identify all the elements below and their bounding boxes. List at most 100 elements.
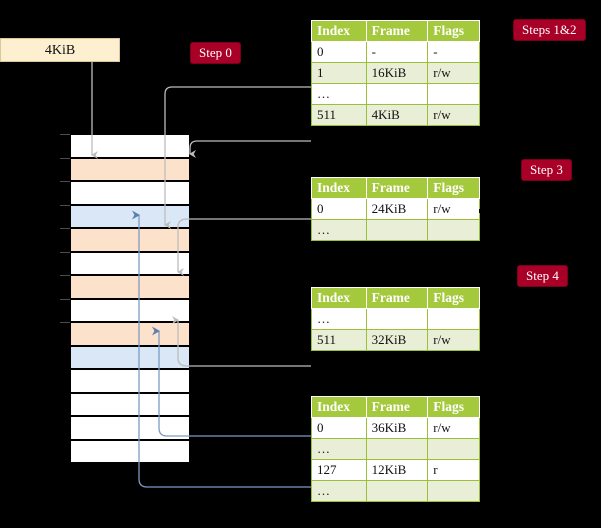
column-header-flags: Flags <box>427 20 480 42</box>
column-header-flags: Flags <box>427 396 480 418</box>
memory-tick-mark <box>60 228 70 229</box>
table-cell: 24KiB <box>365 198 429 220</box>
table-cell: r <box>427 459 480 481</box>
table-row: … <box>311 438 480 460</box>
column-header-frame: Frame <box>365 396 429 418</box>
table-cell: … <box>311 308 367 330</box>
table-cell: r/w <box>427 417 480 439</box>
column-header-frame: Frame <box>365 287 429 309</box>
table-cell: r/w <box>427 104 480 126</box>
memory-tick-mark <box>60 134 70 135</box>
badge-step-0: Step 0 <box>190 42 241 64</box>
table-cell: r/w <box>427 198 480 220</box>
badge-steps-1-2: Steps 1&2 <box>513 19 586 41</box>
memory-tick-mark <box>60 251 70 253</box>
table-cell: 0 <box>311 41 367 63</box>
memory-frame-row <box>70 369 190 393</box>
memory-tick-mark <box>60 204 70 206</box>
memory-frame-row <box>70 181 190 205</box>
table-cell <box>427 480 480 502</box>
table-cell <box>365 480 429 502</box>
physical-memory-column <box>60 134 190 463</box>
table-cell: 12KiB <box>365 459 429 481</box>
table-cell: … <box>311 438 367 460</box>
memory-frame-row <box>70 134 190 158</box>
table-cell: - <box>365 41 429 63</box>
memory-frame-row <box>70 251 190 275</box>
table-edge-stub-1 <box>479 131 483 135</box>
memory-tick-mark <box>60 157 70 159</box>
memory-frame-row <box>70 298 190 322</box>
column-header-frame: Frame <box>365 20 429 42</box>
memory-frame-row <box>70 416 190 440</box>
table-cell <box>365 438 429 460</box>
table-cell: … <box>311 480 367 502</box>
table-cell <box>427 308 480 330</box>
table-cell <box>365 308 429 330</box>
column-header-index: Index <box>311 287 367 309</box>
table-row: 0-- <box>311 41 480 63</box>
table-cell: 511 <box>311 104 367 126</box>
memory-frame-row <box>70 439 190 463</box>
table-row: … <box>311 83 480 105</box>
source-address-box: 4KiB <box>0 38 120 62</box>
badge-step-3: Step 3 <box>521 159 572 181</box>
table-cell: 16KiB <box>365 62 429 84</box>
column-header-flags: Flags <box>427 287 480 309</box>
badge-step-4: Step 4 <box>517 265 568 287</box>
table-cell: 36KiB <box>365 417 429 439</box>
table-row: … <box>311 219 480 241</box>
table-cell: r/w <box>427 329 480 351</box>
wire-step4-to-memory <box>172 316 311 367</box>
table-cell <box>365 219 429 241</box>
memory-frame-row <box>70 204 190 228</box>
table-cell: 0 <box>311 417 367 439</box>
memory-frame-row <box>70 322 190 346</box>
memory-frame-row <box>70 392 190 416</box>
table-cell: - <box>427 41 480 63</box>
memory-tick-mark <box>60 322 70 323</box>
memory-tick-mark <box>60 298 70 300</box>
column-header-flags: Flags <box>427 177 480 199</box>
table-cell: 4KiB <box>365 104 429 126</box>
table-edge-stub-2 <box>479 209 483 213</box>
table-cell: 127 <box>311 459 367 481</box>
table-cell <box>427 83 480 105</box>
table-cell <box>365 83 429 105</box>
wire-step3-to-memory <box>177 218 311 276</box>
table-cell: 1 <box>311 62 367 84</box>
memory-frame-row <box>70 275 190 299</box>
column-header-index: Index <box>311 20 367 42</box>
table-cell <box>427 438 480 460</box>
memory-frame-row <box>70 157 190 181</box>
column-header-index: Index <box>311 177 367 199</box>
table-cell <box>427 219 480 241</box>
memory-frame-row <box>70 345 190 369</box>
table-cell: 511 <box>311 329 367 351</box>
table-row: … <box>311 308 480 330</box>
table-cell: 0 <box>311 198 367 220</box>
memory-tick-mark <box>60 181 70 182</box>
table-cell: … <box>311 83 367 105</box>
table-cell: r/w <box>427 62 480 84</box>
table-cell: 32KiB <box>365 329 429 351</box>
memory-tick-mark <box>60 275 70 276</box>
column-header-frame: Frame <box>365 177 429 199</box>
table-row: … <box>311 480 480 502</box>
column-header-index: Index <box>311 396 367 418</box>
memory-frame-row <box>70 228 190 252</box>
